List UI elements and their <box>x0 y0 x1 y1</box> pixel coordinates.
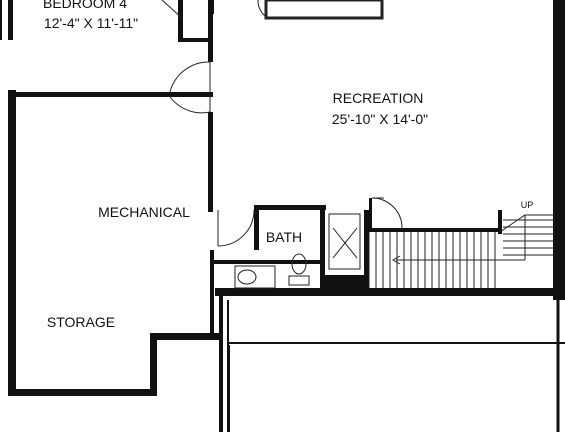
built-in-counter <box>264 0 384 20</box>
stairs-up-label: UP <box>521 200 534 210</box>
lower-foundation-wall <box>215 288 565 296</box>
exterior-walls <box>0 0 565 396</box>
bedroom-right-wall-upper <box>208 0 213 62</box>
bath-left-wall <box>254 205 259 250</box>
shower-left-wall <box>320 210 325 290</box>
left-exterior-wall <box>8 90 16 396</box>
door-swing-mechanical <box>169 96 211 114</box>
door-swing-bedroom <box>169 61 211 93</box>
stair-arrow-head <box>391 255 401 265</box>
shower-base-wall <box>320 275 368 288</box>
storage-name: STORAGE <box>47 314 115 330</box>
shower-right-wall <box>364 210 369 290</box>
stair-top-wall <box>366 228 500 232</box>
mechanical-right-wall-lower <box>210 250 214 335</box>
vanity-sink <box>234 265 276 289</box>
closet-wall-bottom <box>178 38 210 42</box>
mechanical-right-wall <box>208 112 213 212</box>
right-exterior-wall <box>553 0 565 300</box>
toilet-tank <box>288 275 310 286</box>
storage-step-wall-horizontal <box>150 333 222 340</box>
toilet-bowl <box>291 253 307 275</box>
bath-top-wall <box>256 205 326 210</box>
bedroom4-size: 12'-4" X 11'-11" <box>44 15 138 31</box>
recreation-name: RECREATION <box>333 90 424 106</box>
bedroom-bottom-wall <box>13 92 213 97</box>
staircase <box>368 214 553 288</box>
storage-step-wall-vertical <box>150 333 157 396</box>
furniture <box>234 0 384 289</box>
bath-name: BATH <box>266 229 302 245</box>
bedroom4-name: BEDROOM 4 <box>43 0 127 11</box>
storage-bottom-wall <box>8 389 154 396</box>
closet-door-leaf <box>161 0 183 19</box>
door-swing-bath <box>217 209 255 247</box>
stair-door-jamb <box>369 198 372 228</box>
stair-landing-post <box>498 210 502 234</box>
interior-walls <box>13 0 502 335</box>
shower-stall <box>328 213 361 270</box>
left-wall-window-jamb <box>8 0 13 40</box>
closet-wall-left <box>178 0 183 42</box>
lower-foundation <box>219 296 565 432</box>
mechanical-name: MECHANICAL <box>98 204 190 220</box>
recreation-size: 25'-10" X 14'-0" <box>332 111 428 127</box>
top-wall-stub <box>210 0 214 14</box>
room-labels: BEDROOM 4 12'-4" X 11'-11" RECREATION 25… <box>43 0 533 330</box>
sink-basin <box>237 269 257 285</box>
bath-vanity-wall <box>213 260 323 264</box>
shower-drain-x2 <box>332 227 358 259</box>
left-window-frame <box>0 0 2 40</box>
